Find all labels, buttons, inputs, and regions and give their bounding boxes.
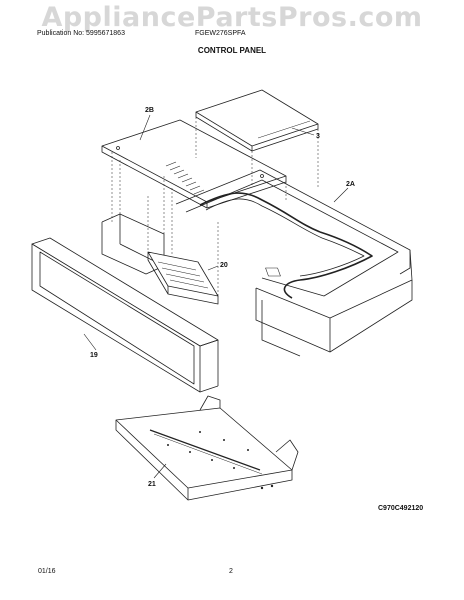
page-number: 2 <box>229 568 233 575</box>
part-2a-lower-housing[interactable] <box>175 169 413 357</box>
callout-leaders <box>83 114 349 479</box>
left-side-bracket <box>101 213 165 275</box>
model-number: FGEW276SPFA <box>195 30 246 37</box>
callout-21: 21 <box>148 481 156 488</box>
publication-number: Publication No: 5995671863 <box>37 30 125 37</box>
diagram-code: C970C492120 <box>378 505 424 512</box>
callout-2b: 2B <box>145 107 154 114</box>
footer-date: 01/16 <box>38 568 56 575</box>
part-21-bottom-tray[interactable] <box>115 395 299 501</box>
part-19-front-panel[interactable] <box>31 237 219 393</box>
callout-20: 20 <box>220 262 228 269</box>
section-title: CONTROL PANEL <box>197 46 267 55</box>
callout-3: 3 <box>316 133 320 140</box>
callout-19: 19 <box>90 352 98 359</box>
callout-2a: 2A <box>346 181 355 188</box>
part-2b-upper-panel[interactable] <box>101 119 287 209</box>
part-20-control-board[interactable] <box>147 251 281 305</box>
alignment-guides <box>111 117 319 296</box>
site-watermark: AppliancePartsPros.com <box>41 2 423 33</box>
